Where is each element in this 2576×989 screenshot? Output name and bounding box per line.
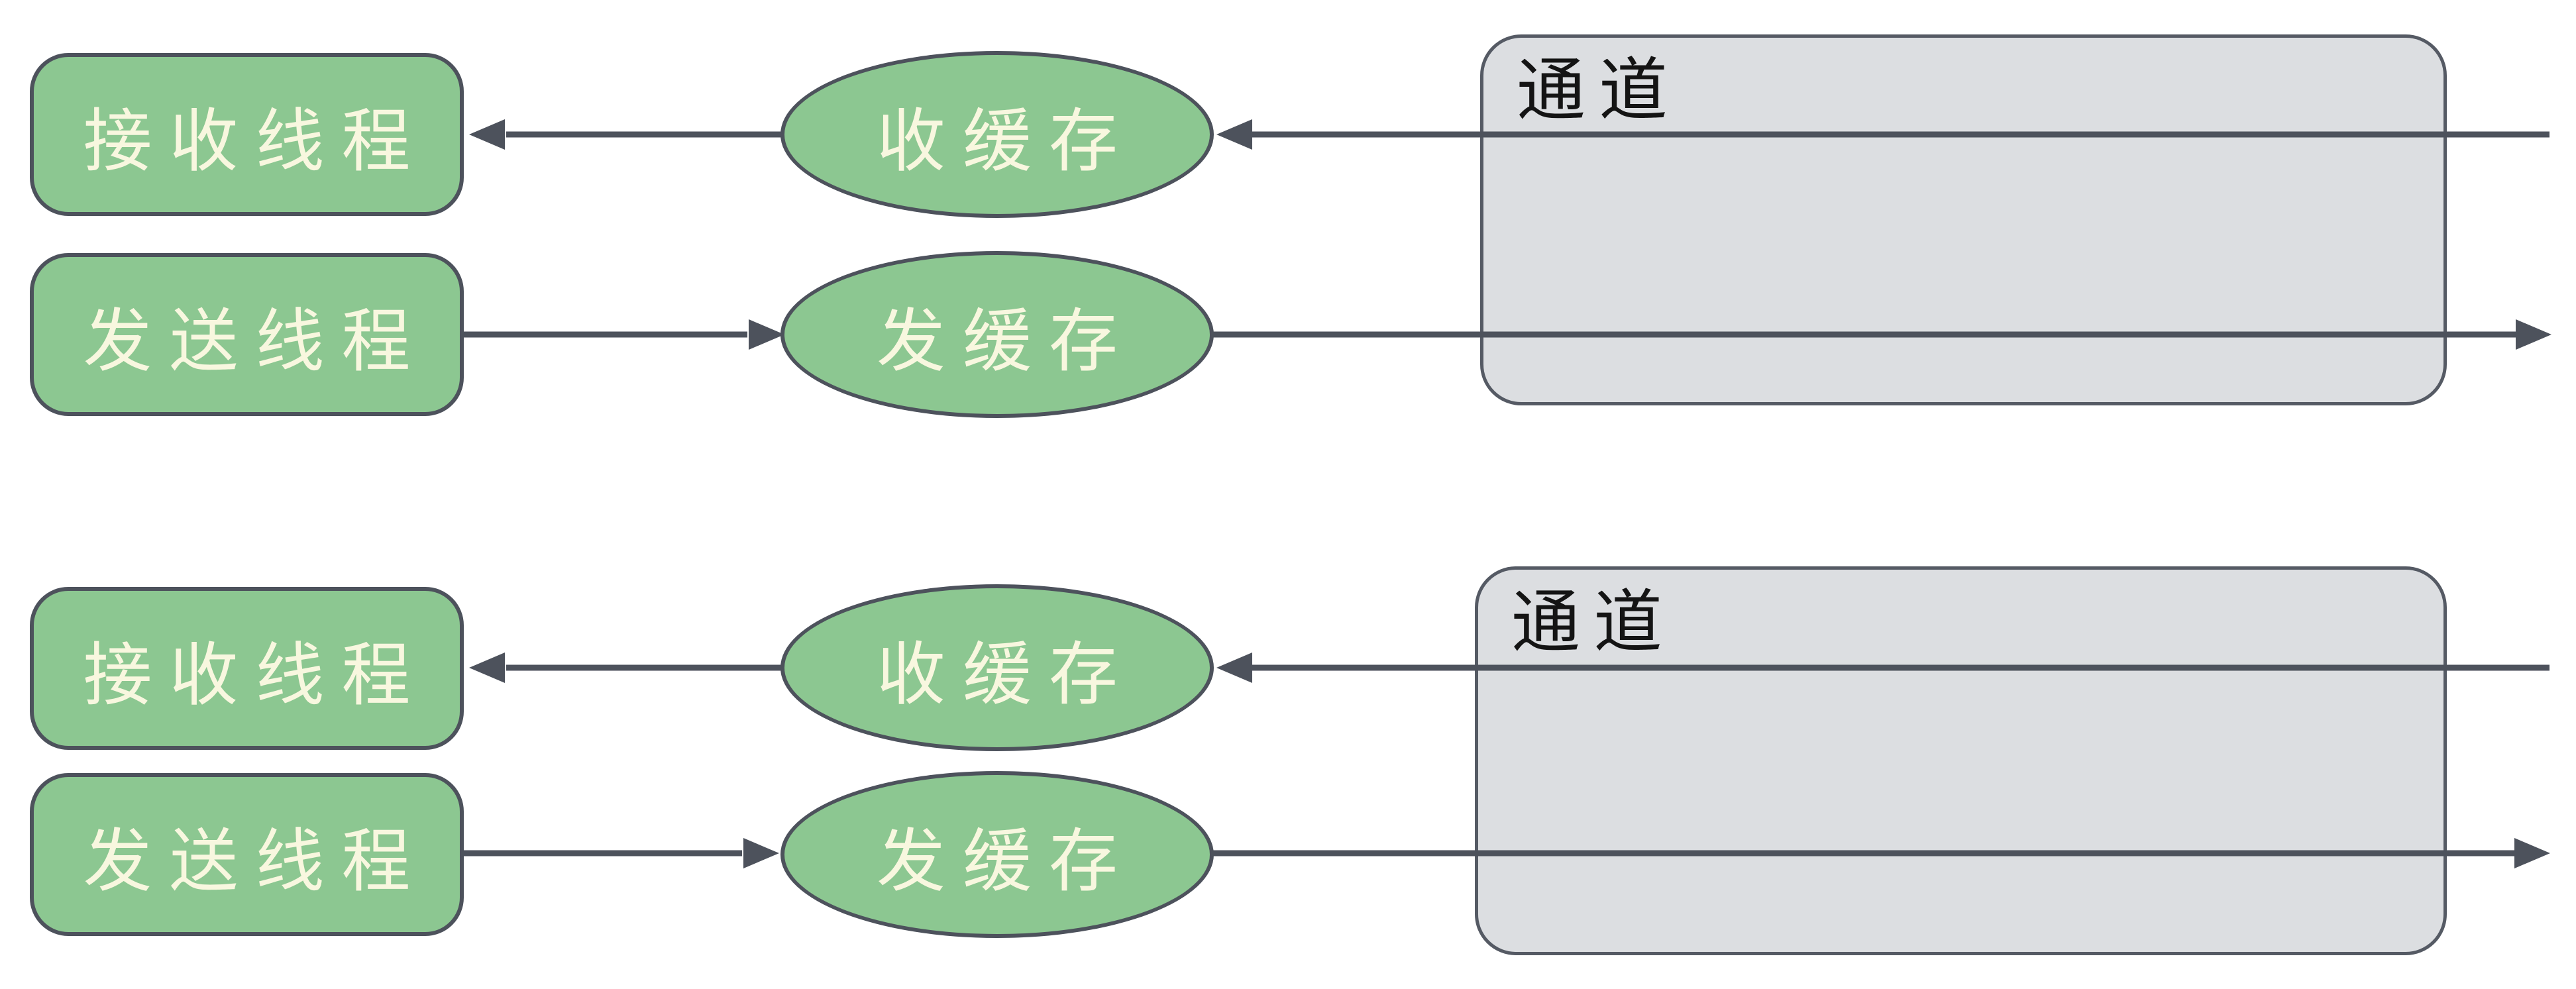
arrowhead-left-icon	[469, 119, 505, 150]
send-thread-label-1: 发送线程	[83, 300, 428, 382]
arrow-receive-buffer1-to-receive-thread1	[469, 119, 782, 150]
receive-thread-label-2: 接收线程	[83, 634, 428, 715]
channel-box-2: 通道	[1475, 566, 2447, 955]
send-buffer-node-2: 发缓存	[780, 771, 1214, 938]
arrowhead-right-icon	[743, 838, 779, 868]
arrow-send-thread2-to-send-buffer2	[462, 838, 779, 868]
arrowhead-right-icon	[749, 319, 784, 350]
send-buffer-label-1: 发缓存	[876, 300, 1135, 382]
arrowhead-left-icon	[1216, 652, 1252, 683]
arrow-send-thread1-to-send-buffer1	[462, 319, 784, 350]
channel-label-2: 通道	[1511, 582, 1676, 662]
arrowhead-right-icon	[2514, 838, 2550, 868]
channel-box-1: 通道	[1480, 34, 2447, 405]
receive-thread-node-1: 接收线程	[30, 53, 464, 216]
receive-buffer-label-2: 收缓存	[876, 633, 1135, 715]
send-thread-label-2: 发送线程	[83, 820, 428, 902]
send-buffer-node-1: 发缓存	[780, 251, 1214, 418]
receive-buffer-label-1: 收缓存	[876, 100, 1135, 182]
channel-label-1: 通道	[1517, 50, 1682, 130]
arrow-receive-buffer2-to-receive-thread2	[469, 652, 782, 683]
arrowhead-left-icon	[1216, 119, 1252, 150]
receive-buffer-node-1: 收缓存	[780, 51, 1214, 218]
receive-buffer-node-2: 收缓存	[780, 584, 1214, 751]
receive-thread-label-1: 接收线程	[83, 100, 428, 182]
arrowhead-right-icon	[2516, 319, 2551, 350]
receive-thread-node-2: 接收线程	[30, 587, 464, 750]
send-thread-node-1: 发送线程	[30, 253, 464, 416]
arrowhead-left-icon	[469, 652, 505, 683]
send-thread-node-2: 发送线程	[30, 773, 464, 936]
send-buffer-label-2: 发缓存	[876, 820, 1135, 902]
